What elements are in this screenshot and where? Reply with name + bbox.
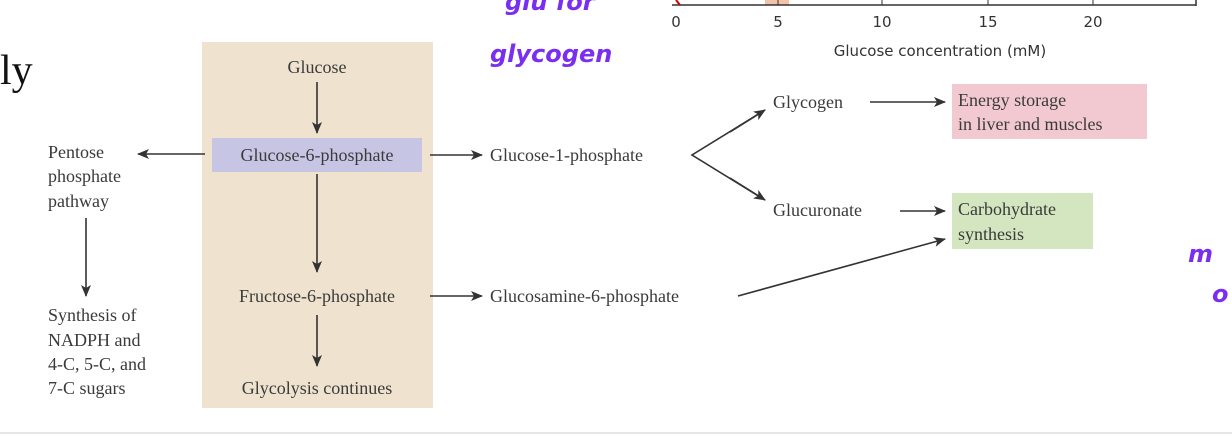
tick-label: 10 [872,13,891,31]
node-glucosamine-6-phosphate: Glucosamine-6-phosphate [490,286,679,306]
node-glycogen: Glycogen [773,92,843,112]
arrows [81,82,946,367]
node-glucose-6-phosphate: Glucose-6-phosphate [241,145,394,165]
node-glucuronate: Glucuronate [773,200,862,220]
tick-label: 5 [773,13,783,31]
tick-label: 0 [671,13,681,31]
normal-range-band [765,0,789,5]
node-energy-storage-line: Energy storage [958,90,1066,110]
slide-title-fragment: ly [0,48,33,94]
node-glucose-1-phosphate: Glucose-1-phosphate [490,145,643,165]
tick-label: 20 [1083,13,1102,31]
node-energy-storage-line: in liver and muscles [958,114,1102,134]
node-pentose-line: pathway [48,191,109,211]
handwritten-note-line1: glu for [505,0,597,16]
handwritten-note-right1: m [1188,240,1213,268]
node-carbohydrate-line: synthesis [958,224,1024,244]
node-fructose-6-phosphate: Fructose-6-phosphate [239,286,395,306]
node-glucose: Glucose [288,57,347,77]
node-synthesis-line: NADPH and [48,330,141,350]
handwritten-note-line2: glycogen [490,40,612,68]
node-pentose-line: phosphate [48,166,121,186]
x-axis-label: Glucose concentration (mM) [834,42,1046,60]
node-glycolysis-continues: Glycolysis continues [242,378,393,398]
g6p-box [212,138,422,172]
chart-axis-fragment: 0 5 10 15 20 Glucose concentration (mM) [671,0,1197,60]
energy-storage-box [952,84,1147,139]
node-carbohydrate-line: Carbohydrate [958,199,1056,219]
node-pentose-line: Pentose [48,142,104,162]
handwritten-note-right2: o [1212,280,1229,308]
node-synthesis-line: Synthesis of [48,305,137,325]
carbohydrate-box [952,193,1093,249]
node-synthesis-line: 4-C, 5-C, and [48,354,146,374]
node-synthesis-line: 7-C sugars [48,378,126,398]
tick-label: 15 [978,13,997,31]
